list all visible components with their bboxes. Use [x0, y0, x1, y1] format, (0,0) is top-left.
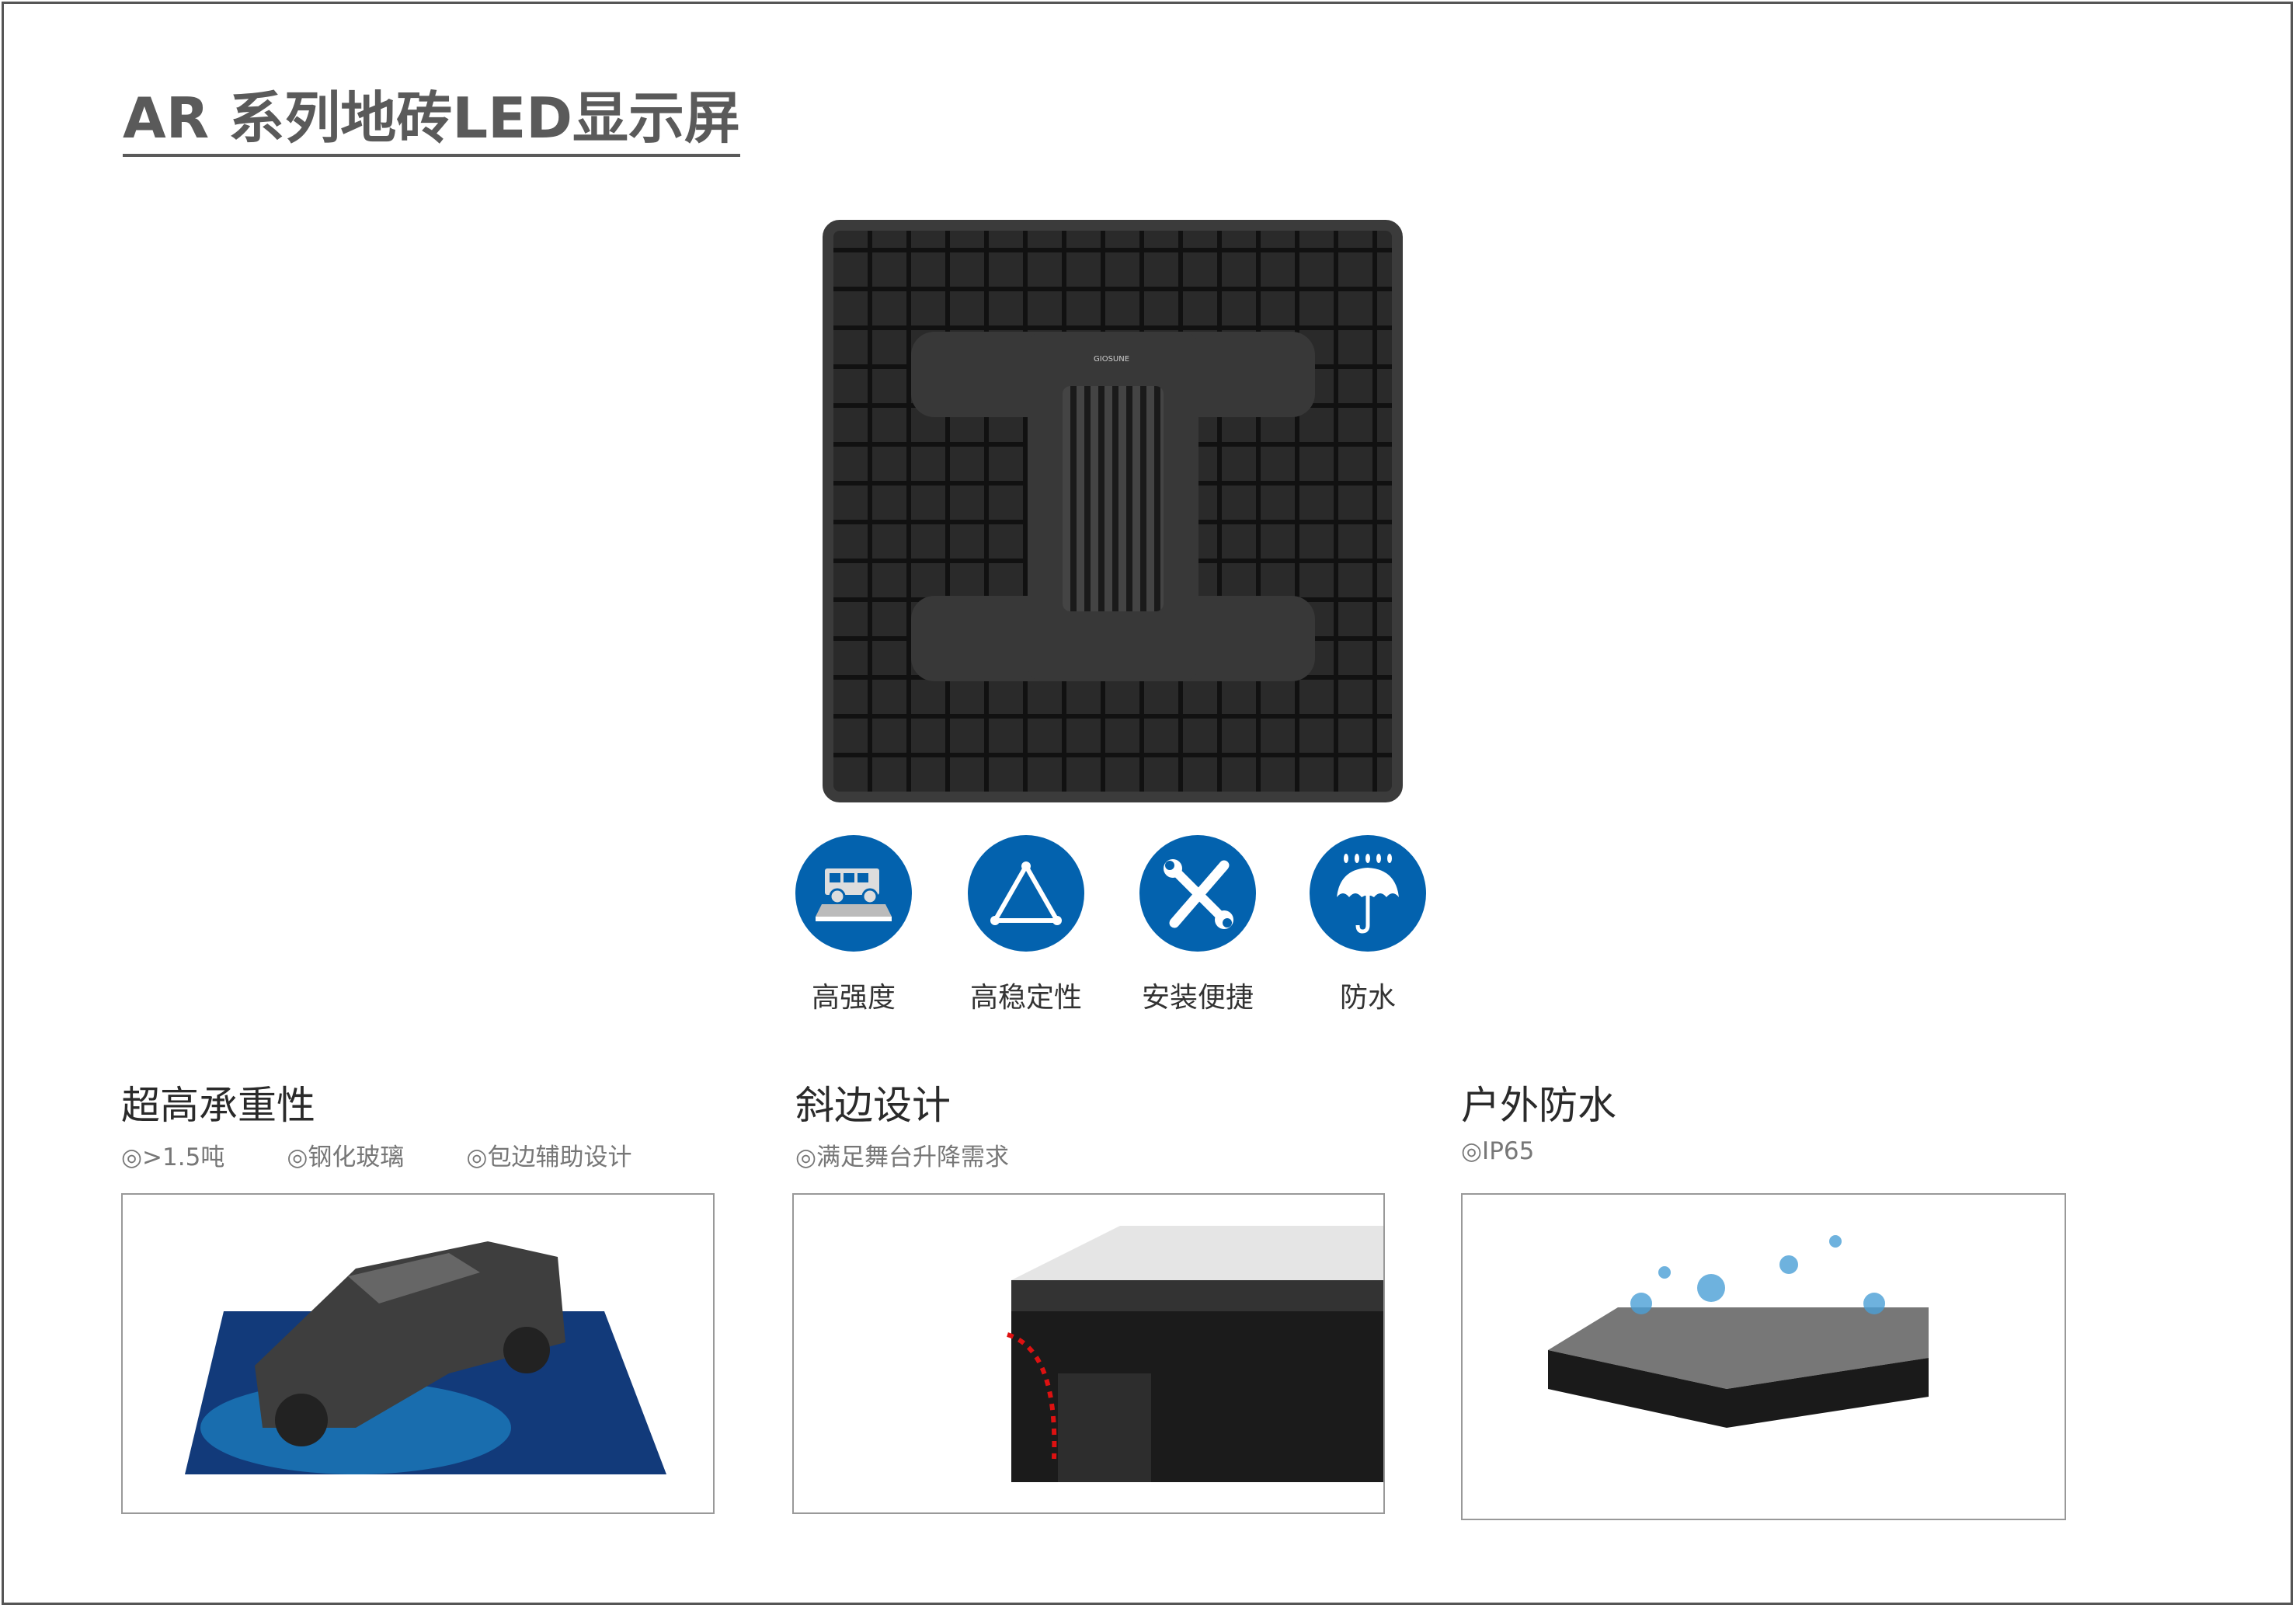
- section-outdoor-waterproof: 户外防水 ◎IP65: [1461, 1080, 1616, 1165]
- feature-label: 高稳定性: [969, 982, 1082, 1014]
- feature-label: 防水: [1339, 982, 1396, 1014]
- heat-sink-fins: [1063, 386, 1164, 611]
- car-on-tile-image: [121, 1193, 715, 1514]
- section-item: ◎>1.5吨: [121, 1143, 225, 1171]
- feature-high-strength: 高强度: [768, 835, 939, 1015]
- led-tile-product-image: GIOSUNE: [823, 220, 1403, 802]
- brand-logo: GIOSUNE: [1094, 355, 1130, 364]
- feature-label: 高强度: [811, 982, 896, 1014]
- section-heading: 超高承重性: [121, 1083, 315, 1128]
- car-on-platform-icon: [795, 835, 912, 952]
- feature-waterproof: 防水: [1282, 835, 1453, 1015]
- page-title: AR 系列地砖LED显示屏: [123, 84, 741, 157]
- section-load-bearing: 超高承重性 ◎>1.5吨 ◎钢化玻璃 ◎包边辅助设计: [121, 1080, 631, 1172]
- umbrella-rain-icon: [1310, 835, 1426, 952]
- section-bevel-design: 斜边设计 ◎满足舞台升降需求: [795, 1080, 1009, 1172]
- triangle-icon: [968, 835, 1084, 952]
- feature-label: 安装便捷: [1141, 982, 1254, 1014]
- feature-easy-install: 安装便捷: [1112, 835, 1283, 1015]
- section-item: ◎满足舞台升降需求: [795, 1143, 1010, 1171]
- wrench-screwdriver-icon: [1139, 835, 1256, 952]
- waterproof-splash-image: [1461, 1193, 2066, 1520]
- section-heading: 户外防水: [1461, 1083, 1616, 1128]
- feature-high-stability: 高稳定性: [941, 835, 1111, 1015]
- section-item: ◎包边辅助设计: [466, 1143, 632, 1171]
- bevel-edge-image: [792, 1193, 1385, 1514]
- section-heading: 斜边设计: [795, 1083, 951, 1128]
- section-item: ◎钢化玻璃: [287, 1143, 405, 1171]
- section-item: ◎IP65: [1461, 1137, 1535, 1165]
